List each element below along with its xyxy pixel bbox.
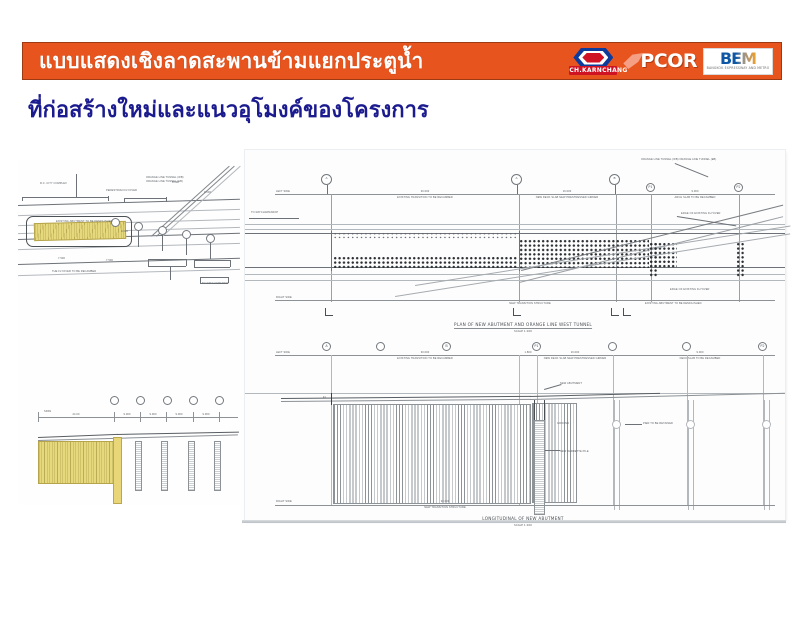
grid-bubble <box>111 218 120 227</box>
cad-dim: 9.000 <box>149 413 157 416</box>
logo-group: CH.KARNCHANG PCOR BEM BANGKOK EXPRESSWAY… <box>569 47 773 75</box>
cad-dim: 1.800 <box>524 350 532 354</box>
cad-dim: 9.000 <box>204 191 211 194</box>
cad-label: RIGHT SIDE <box>276 500 292 503</box>
cad-label: R.C. CITY COMPLEX <box>40 182 67 185</box>
bem-tagline: BANGKOK EXPRESSWAY AND METRO <box>706 65 770 70</box>
pcor-logo: PCOR <box>623 48 697 74</box>
cad-dim: 9.000 <box>696 350 704 354</box>
grid-bubble: P2 <box>734 183 743 192</box>
cad-note: NEW DECK SLAB NEW PRESTRESSED GIRDER <box>535 196 599 199</box>
cad-dim: 7.500 <box>58 257 65 260</box>
grid-bubble <box>215 396 224 405</box>
cad-note: ORANGE LINE TUNNEL (WB) ORANGE LINE TUNN… <box>641 158 717 161</box>
plan-scale: SCALE 1:100 <box>514 329 532 333</box>
cad-note: NEW TRANSITION STRUCTURE <box>424 506 466 509</box>
cad-note: NEW BARRETTE PILE <box>560 450 589 453</box>
chk-diamond-inner <box>582 52 605 63</box>
cad-dim: 16.000 <box>570 350 580 354</box>
grid-bubble: B <box>442 342 451 351</box>
cad-dim: 24.00 <box>72 413 80 416</box>
cad-note: NEW TRANSITION STRUCTURE <box>509 302 551 305</box>
cad-dim: 30.000 <box>440 500 450 503</box>
cad-label: TO RATCHAPRAROP <box>251 211 279 214</box>
cad-label: EL. <box>323 396 328 399</box>
cad-label: TO RATCHAPRAROP <box>202 282 230 285</box>
grid-bubble <box>110 396 119 405</box>
main-drawing-panel: A A B P1 P2 LEFT SIDE <box>242 150 791 527</box>
cad-note: NEW DECK SLAB NEW PRESTRESSED GIRDER <box>543 357 607 360</box>
grid-bubble: A <box>322 342 331 351</box>
grid-bubble <box>608 342 617 351</box>
cad-note: EDGE OF EXISTING FLYOVER <box>670 288 710 291</box>
pcor-wordmark: PCOR <box>640 50 697 72</box>
cad-dim: 9.000 <box>121 230 128 233</box>
cad-label: ORANGE LINE TUNNEL (EB) <box>146 180 183 183</box>
cad-dim: 30.000 <box>420 350 430 354</box>
cad-label: EXISTING ABUTMENT TO BE DEMOLISHED <box>56 220 113 223</box>
cad-dim: 9.000 <box>202 413 210 416</box>
pier-bubble <box>612 420 621 429</box>
plan-title: PLAN OF NEW ABUTMENT AND ORANGE LINE WES… <box>454 322 592 329</box>
section-bubble: B <box>609 174 620 185</box>
chk-wordmark: CH.KARNCHANG <box>569 65 628 75</box>
grid-bubble: P1 <box>646 183 655 192</box>
grid-bubble <box>136 396 145 405</box>
cad-label: LEFT SIDE <box>276 190 290 193</box>
grid-bubble <box>182 230 191 239</box>
grid-bubble: P2 <box>758 342 767 351</box>
grid-bubble <box>158 226 167 235</box>
cad-note: PIER TO BE RETAINED <box>643 422 674 425</box>
longitudinal-scale: SCALE 1:100 <box>514 523 532 527</box>
cad-dim: 9.000 <box>123 413 131 416</box>
cad-dim: 16.000 <box>562 189 572 193</box>
grid-bubble <box>134 222 143 231</box>
page-subtitle: ที่ก่อสร้างใหม่และแนวอุโมงค์ของโครงการ <box>28 98 429 123</box>
cad-note: GROUND <box>557 422 570 425</box>
cad-note: EDGE OF EXISTING FLYOVER <box>681 212 721 215</box>
section-bubble: A <box>511 174 522 185</box>
slide-title-bar: แบบแสดงเชิงลาดสะพานข้ามแยกประตูน้ำ CH.KA… <box>22 42 782 80</box>
page-title: แบบแสดงเชิงลาดสะพานข้ามแยกประตูน้ำ <box>39 48 424 73</box>
grid-bubble <box>163 396 172 405</box>
cad-note: DECK SLAB TO BE RECAMBED <box>679 357 721 360</box>
bem-wordmark: BEM <box>719 48 757 68</box>
cad-label: THE FLYOVER TO BE RECAMBED <box>52 270 97 273</box>
cad-label: RIGHT SIDE <box>276 296 292 299</box>
cad-label: SPAN <box>44 410 52 413</box>
cad-note: EXISTING ABUTMENT TO BE DEMOLISHED <box>645 302 702 305</box>
cad-note: EXISTING TRANSITION TO BE RECAMBED <box>397 196 453 199</box>
cad-label: LEFT SIDE <box>276 351 290 354</box>
grid-bubble: P1 <box>532 342 541 351</box>
cad-dim: 9.000 <box>175 413 183 416</box>
cad-note: ARCH SLAB TO BE RECAMBED <box>674 196 716 199</box>
grid-bubble <box>682 342 691 351</box>
grid-bubble <box>206 234 215 243</box>
left-drawing-panel: R.C. CITY COMPLEX PEDESTRIAN FLYOVER ORA… <box>18 160 241 505</box>
cad-dim: 9.000 <box>691 189 699 193</box>
cad-note: EXISTING TRANSITION TO BE RECAMBED <box>397 357 453 360</box>
cad-dim: 9.000 <box>172 181 179 184</box>
longitudinal-title: LONGITUDINAL OF NEW ABUTMENT <box>482 516 564 523</box>
chk-logo: CH.KARNCHANG <box>569 47 628 75</box>
grid-bubble <box>376 342 385 351</box>
bem-logo: BEM BANGKOK EXPRESSWAY AND METRO <box>703 47 773 75</box>
cad-dim: 7.500 <box>106 259 113 262</box>
grid-bubble <box>189 396 198 405</box>
cad-note: NEW ABUTMENT <box>560 382 583 385</box>
cad-label: PEDESTRIAN FLYOVER <box>106 189 138 192</box>
pier-bubble <box>686 420 695 429</box>
pier-bubble <box>762 420 771 429</box>
cad-label: ORANGE LINE TUNNEL (WB) <box>146 176 184 179</box>
cad-dim: 30.000 <box>420 189 430 193</box>
section-bubble: A <box>321 174 332 185</box>
